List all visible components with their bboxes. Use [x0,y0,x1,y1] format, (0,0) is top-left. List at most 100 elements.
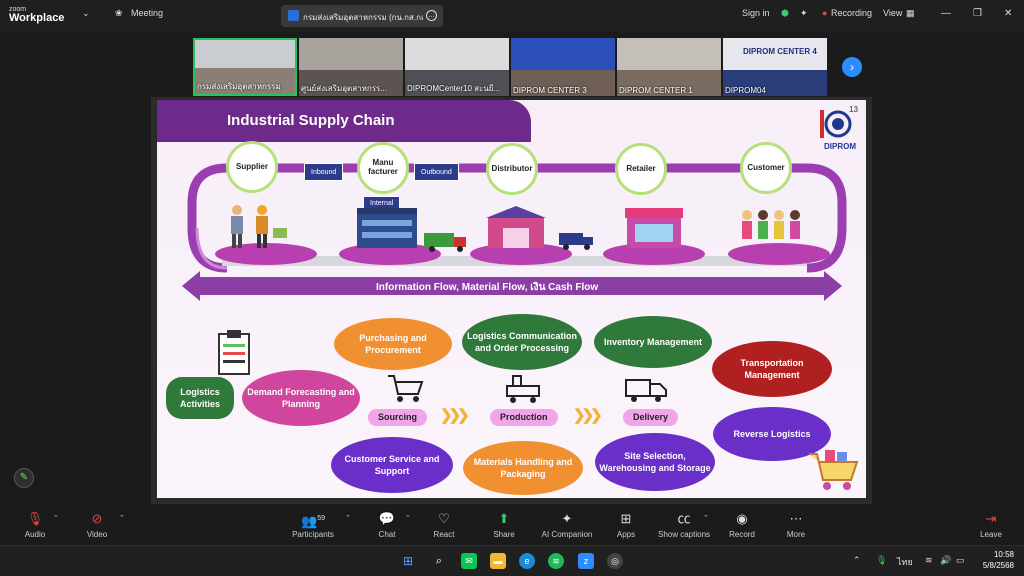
share-icon: ⬆ [498,511,510,526]
captions-button[interactable]: ㏄ Show captions [654,511,714,539]
react-label: React [433,530,455,539]
view-button[interactable]: View [883,8,903,18]
participant-tile[interactable]: DIPROM CENTER 4 DIPROM04 [723,38,827,96]
heart-icon: ♡ [438,511,450,526]
participants-label: Participants [292,530,334,539]
clipboard-icon [218,330,250,375]
sparkle-icon: ✦ [561,511,573,526]
title-band: Industrial Supply Chain [157,100,531,142]
dip-logo-icon [820,110,852,138]
record-button[interactable]: ◉ Record [712,511,772,539]
chevron-up-icon[interactable]: ⌃ [119,515,125,522]
logistics-activities: Logistics Activities [166,377,234,419]
chrome-icon[interactable]: ◎ [607,553,623,569]
participant-tile[interactable]: กรมส่งเสริมอุตสาหกรรม [193,38,297,96]
ai-label: AI Companion [541,530,593,539]
participants-button[interactable]: 👥59 Participants [283,511,343,539]
chevron-up-icon[interactable]: ⌃ [405,515,411,522]
share-button[interactable]: ⬆ Share [474,511,534,539]
line-app-icon[interactable]: ✉ [461,553,477,569]
language-indicator[interactable]: ไทย [897,557,913,567]
shopping-cart-illustration [809,450,859,490]
center-banner: DIPROM CENTER 4 [743,47,817,56]
view-grid-icon[interactable]: ▦ [906,8,915,18]
time: 10:58 [993,550,1014,559]
slide: Industrial Supply Chain 13 DIPROM Suppli… [157,100,866,498]
next-page-button[interactable]: › [842,57,862,77]
chat-label: Chat [378,530,396,539]
ai-sparkle-icon[interactable]: ✦ [800,8,808,18]
zoom-app-icon[interactable]: z [578,553,594,569]
store-illustration [625,208,683,248]
minimize-icon[interactable]: — [941,8,951,19]
captions-icon: ㏄ [677,511,691,526]
demand-bubble: Demand Forecasting and Planning [242,370,360,426]
participant-tile[interactable]: DIPROM CENTER 3 [511,38,615,96]
distributor-node: Distributor [486,143,538,195]
chat-icon: 💬 [378,511,396,526]
more-button[interactable]: ⋯ More [766,511,826,539]
chevron-up-icon[interactable]: ⌃ [853,555,861,565]
windows-start-icon[interactable]: ⊞ [402,554,414,568]
participants-icon: 👥59 [301,513,325,529]
clock[interactable]: 10:58 5/8/2568 [983,550,1014,572]
shield-icon[interactable]: ⬢ [781,8,789,18]
apps-label: Apps [616,530,636,539]
audio-button[interactable]: 🎙 Audio [5,511,65,539]
factory-line-icon [506,375,540,403]
captions-label: Show captions [657,530,711,539]
meeting-label[interactable]: Meeting [131,8,164,18]
sign-in-button[interactable]: Sign in [742,8,770,18]
participant-name: DIPROM CENTER 3 [513,86,587,95]
customer-node: Customer [740,142,792,194]
slide-title: Industrial Supply Chain [227,112,395,129]
communication-bubble: Logistics Communication and Order Proces… [462,314,582,370]
pencil-icon[interactable]: ✎ [14,468,34,488]
recording-label[interactable]: Recording [831,8,873,18]
chevron-up-icon[interactable]: ⌃ [345,515,351,522]
delivery-truck-icon [625,379,667,402]
flow-arrow [182,271,842,301]
edge-icon[interactable]: e [519,553,535,569]
folder-icon[interactable]: ▬ [490,553,506,569]
leave-button[interactable]: ⇥ Leave [961,511,1021,539]
chevron-down-icon[interactable]: ⌄ [82,8,90,18]
participant-name: DIPROMCenter10 สะนยี... [407,84,501,93]
chevron-up-icon[interactable]: ⌃ [53,515,59,522]
apps-button[interactable]: ⊞ Apps [596,511,656,539]
chevron-up-icon[interactable]: ⌃ [703,515,709,522]
participant-tile[interactable]: ศูนย์ส่งเสริมอุตสาหกรร... [299,38,403,96]
speaker-icon[interactable]: 🔊 [940,555,952,565]
chat-button[interactable]: 💬 Chat [357,511,417,539]
purchasing-bubble: Purchasing and Procurement [334,318,452,370]
participant-tile[interactable]: DIPROMCenter10 สะนยี... [405,38,509,96]
shared-window-tab[interactable]: กรมส่งเสริมอุตสาหกรรม (กน.กส.กสอ.) … [281,5,443,27]
participant-tile[interactable]: DIPROM CENTER 1 [617,38,721,96]
more-icon[interactable]: … [426,10,437,21]
battery-icon[interactable]: ▭ [956,555,965,565]
audio-label: Audio [24,530,46,539]
wifi-icon[interactable]: ≋ [925,555,933,565]
participant-name: DIPROM04 [725,86,766,95]
participant-name: ศูนย์ส่งเสริมอุตสาหกรร... [301,84,387,93]
mic-tray-icon[interactable]: 🎙 [876,555,888,565]
participants-count: 59 [317,515,325,522]
react-button[interactable]: ♡ React [414,511,474,539]
sourcing-stage: Sourcing [368,409,428,426]
close-icon[interactable]: ✕ [1004,8,1013,19]
spotify-icon[interactable]: ≋ [548,553,564,569]
platform [470,243,572,265]
supplier-node: Supplier [226,141,278,193]
restore-icon[interactable]: ❐ [973,8,982,19]
zoom-logo: zoom Workplace [9,6,64,24]
tab-title: กรมส่งเสริมอุตสาหกรรม (กน.กส.กสอ.) [303,13,423,22]
factory-illustration [357,208,417,248]
ai-companion-button[interactable]: ✦ AI Companion [537,511,597,539]
platform [603,243,705,265]
leave-icon: ⇥ [985,511,997,526]
more-label: More [786,530,806,539]
search-icon[interactable]: ⌕ [435,555,443,567]
outbound-tag: Outbound [414,163,459,181]
truck-icon [424,233,466,252]
video-button[interactable]: ⊘ Video [67,511,127,539]
